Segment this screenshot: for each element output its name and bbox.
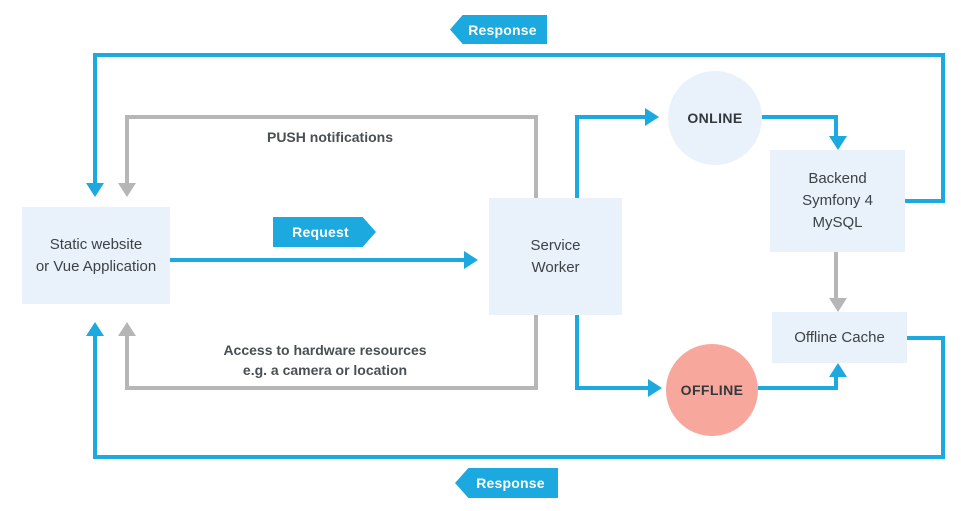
arrowhead-right-icon [648,379,662,397]
response-top-label: Response [468,21,537,38]
offline-circle: OFFLINE [666,344,758,436]
edge-offline-cache-horizontal [758,386,838,390]
edge-push-horizontal [125,115,538,119]
arrowhead-down-icon [829,298,847,312]
arrowhead-up-icon [118,322,136,336]
service-worker-label-line1: Service [530,236,581,254]
arrowhead-up-icon [829,363,847,377]
static-site-node: Static website or Vue Application [22,207,170,304]
edge-hardware-left-vertical [125,336,129,390]
edge-online-horizontal [575,115,645,119]
edge-response-top-right-vertical [941,53,945,203]
request-label: Request [292,224,349,240]
edge-response-bottom-left-vertical [93,336,97,459]
arrowhead-right-icon [464,251,478,269]
edge-offline-horizontal [575,386,648,390]
hardware-access-label: Access to hardware resources e.g. a came… [175,340,475,380]
hardware-access-label-line2: e.g. a camera or location [242,362,408,378]
arrowhead-down-icon [829,136,847,150]
service-worker-label-line2: Worker [531,258,580,276]
edge-online-backend-vertical [834,115,838,136]
request-badge: Request [273,217,376,247]
edge-online-vertical [575,115,579,198]
edge-hardware-right-vertical [534,315,538,390]
edge-online-backend-horizontal [762,115,838,119]
backend-node: Backend Symfony 4 MySQL [770,150,905,252]
arrowhead-up-icon [86,322,104,336]
edge-request-horizontal [170,258,464,262]
edge-backend-cache-vertical [834,252,838,298]
edge-response-bottom-cache-connector [907,336,945,340]
online-circle: ONLINE [668,71,762,165]
edge-hardware-horizontal [125,386,538,390]
online-label: ONLINE [687,110,743,126]
edge-response-bottom-horizontal [93,455,945,459]
edge-response-top-backend-connector [905,199,945,203]
edge-push-left-vertical [125,115,129,183]
backend-label-line1: Backend [808,170,867,187]
edge-response-top-horizontal [93,53,945,57]
arrowhead-down-icon [86,183,104,197]
service-worker-node: Service Worker [489,198,622,315]
offline-cache-node: Offline Cache [772,312,907,363]
backend-label-line3: MySQL [812,214,863,231]
edge-response-top-left-vertical [93,53,97,183]
edge-push-right-vertical [534,115,538,198]
static-site-label-line2: or Vue Application [35,257,157,275]
edge-offline-cache-vertical [834,377,838,390]
response-top-badge: Response [450,15,547,44]
push-notifications-label: PUSH notifications [266,129,393,145]
response-bottom-label: Response [476,475,545,491]
arrowhead-down-icon [118,183,136,197]
offline-label: OFFLINE [680,382,744,398]
static-site-label-line1: Static website [49,235,143,253]
arrowhead-right-icon [645,108,659,126]
edge-offline-vertical [575,315,579,390]
offline-cache-label: Offline Cache [794,328,885,346]
response-bottom-badge: Response [455,468,558,498]
edge-response-bottom-right-vertical [941,336,945,459]
hardware-access-label-line1: Access to hardware resources [223,342,427,358]
backend-label-line2: Symfony 4 [802,192,873,209]
